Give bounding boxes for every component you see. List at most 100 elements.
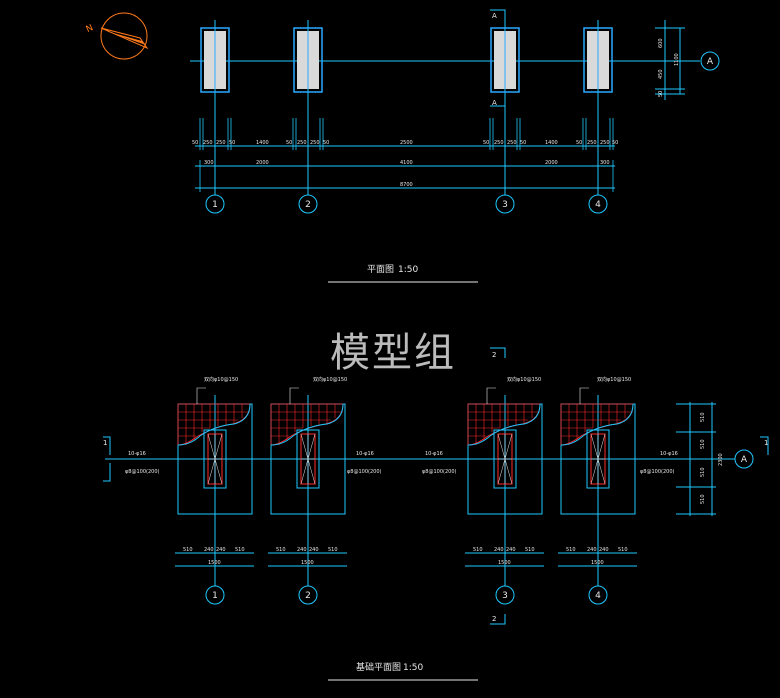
fd-1-3: 510 xyxy=(235,547,245,553)
north-arrow-icon: N xyxy=(85,12,149,60)
dim-row1-18: 50 xyxy=(612,140,618,146)
fside-total: 2300 xyxy=(718,453,724,466)
top-plan-scale: 1:50 xyxy=(398,265,418,275)
dim-row1-9: 2500 xyxy=(400,140,413,146)
foundation-plan-title: 基础平面图 1:50 xyxy=(328,661,478,681)
section-mark-a-bottom: A xyxy=(492,99,497,107)
stirrup-note-left: φ8@100(200) xyxy=(125,469,160,475)
foundation-plan xyxy=(103,347,769,625)
fd-4-total: 1500 xyxy=(591,560,604,566)
fd-4-2: 240 xyxy=(599,547,609,553)
beam-note-left: 10-φ16 xyxy=(128,451,146,457)
fd-3-0: 510 xyxy=(473,547,483,553)
dim-row1-0: 50 xyxy=(192,140,198,146)
fd-3-1: 240 xyxy=(494,547,504,553)
dim-row1-11: 250 xyxy=(494,140,504,146)
fd-2-total: 1500 xyxy=(301,560,314,566)
top-plan-title: 平面图 1:50 xyxy=(328,264,478,283)
beam-note-3: 10-φ16 xyxy=(425,451,443,457)
side-total: 1100 xyxy=(674,53,680,66)
dim-row1-2: 250 xyxy=(216,140,226,146)
footing-3 xyxy=(467,387,543,515)
section-mark-2-bottom: 2 xyxy=(492,615,496,623)
axis-bubble-2: 2 xyxy=(305,200,311,210)
fd-1-0: 510 xyxy=(183,547,193,553)
footing-1 xyxy=(177,387,253,515)
axis-bubble-a: A xyxy=(707,57,714,67)
fd-1-total: 1500 xyxy=(208,560,221,566)
fd-3-2: 240 xyxy=(506,547,516,553)
side-dim-2: 50 xyxy=(658,91,664,97)
dim-row1-12: 250 xyxy=(507,140,517,146)
footing-2 xyxy=(270,387,346,515)
column-1 xyxy=(200,27,230,93)
fd-2-1: 240 xyxy=(297,547,307,553)
fside-dim-2: 510 xyxy=(700,467,706,477)
fside-dim-0: 510 xyxy=(700,412,706,422)
dim-row2-2: 4100 xyxy=(400,160,413,166)
dim-row1-6: 250 xyxy=(297,140,307,146)
dim-row1-10: 50 xyxy=(483,140,489,146)
dim-row1-15: 50 xyxy=(576,140,582,146)
side-dim-0: 600 xyxy=(658,38,664,48)
f-axis-bubble-1: 1 xyxy=(212,591,218,601)
rebar-note-4: 双向φ10@150 xyxy=(597,376,631,383)
stirrup-note-3: φ8@100(200) xyxy=(422,469,457,475)
dim-row1-8: 50 xyxy=(323,140,329,146)
foundation-plan-scale: 1:50 xyxy=(403,663,423,673)
fside-dim-3: 510 xyxy=(700,494,706,504)
side-dim-1: 450 xyxy=(658,69,664,79)
dim-row1-7: 250 xyxy=(310,140,320,146)
f-axis-bubble-a: A xyxy=(741,455,748,465)
dim-row1-5: 50 xyxy=(286,140,292,146)
fd-4-0: 510 xyxy=(566,547,576,553)
dim-row1-14: 1400 xyxy=(545,140,558,146)
footing-4 xyxy=(560,387,636,515)
fd-2-2: 240 xyxy=(309,547,319,553)
dim-row1-13: 50 xyxy=(520,140,526,146)
dim-row2-1: 2000 xyxy=(256,160,269,166)
watermark-text: 模型组 xyxy=(330,330,456,376)
dim-total: 8700 xyxy=(400,182,413,188)
dim-row2-4: 300 xyxy=(600,160,610,166)
column-4 xyxy=(583,27,613,93)
axis-bubble-3: 3 xyxy=(502,200,508,210)
axis-bubble-4: 4 xyxy=(595,200,601,210)
fd-3-total: 1500 xyxy=(498,560,511,566)
fd-2-3: 510 xyxy=(328,547,338,553)
dim-row1-3: 50 xyxy=(229,140,235,146)
rebar-note-2: 双向φ10@150 xyxy=(313,376,347,383)
rebar-note-1: 双向φ10@150 xyxy=(204,376,238,383)
beam-note-mid: 10-φ16 xyxy=(356,451,374,457)
dim-row1-4: 1400 xyxy=(256,140,269,146)
section-mark-2-top: 2 xyxy=(492,351,496,359)
stirrup-note-mid: φ8@100(200) xyxy=(347,469,382,475)
f-axis-bubble-3: 3 xyxy=(502,591,508,601)
top-plan-columns xyxy=(200,27,613,93)
f-axis-bubble-2: 2 xyxy=(305,591,311,601)
fd-4-3: 510 xyxy=(618,547,628,553)
fd-4-1: 240 xyxy=(587,547,597,553)
dim-row1-1: 250 xyxy=(203,140,213,146)
fd-2-0: 510 xyxy=(276,547,286,553)
stirrup-note-right: φ8@100(200) xyxy=(640,469,675,475)
north-arrow-label: N xyxy=(85,23,95,35)
rebar-note-3: 双向φ10@150 xyxy=(507,376,541,383)
fside-dim-1: 510 xyxy=(700,439,706,449)
section-mark-1-right: 1 xyxy=(764,439,768,447)
column-3 xyxy=(490,27,520,93)
section-mark-1-left: 1 xyxy=(103,439,107,447)
beam-note-right: 10-φ16 xyxy=(660,451,678,457)
dim-row2-0: 300 xyxy=(204,160,214,166)
fd-1-1: 240 xyxy=(204,547,214,553)
foundation-plan-title-text: 基础平面图 xyxy=(356,661,401,673)
dim-row2-3: 2000 xyxy=(545,160,558,166)
top-plan-title-text: 平面图 xyxy=(367,264,394,275)
fd-1-2: 240 xyxy=(216,547,226,553)
axis-bubble-1: 1 xyxy=(212,200,218,210)
dim-row1-17: 250 xyxy=(600,140,610,146)
fd-3-3: 510 xyxy=(525,547,535,553)
f-axis-bubble-4: 4 xyxy=(595,591,601,601)
section-mark-a-top: A xyxy=(492,12,497,20)
